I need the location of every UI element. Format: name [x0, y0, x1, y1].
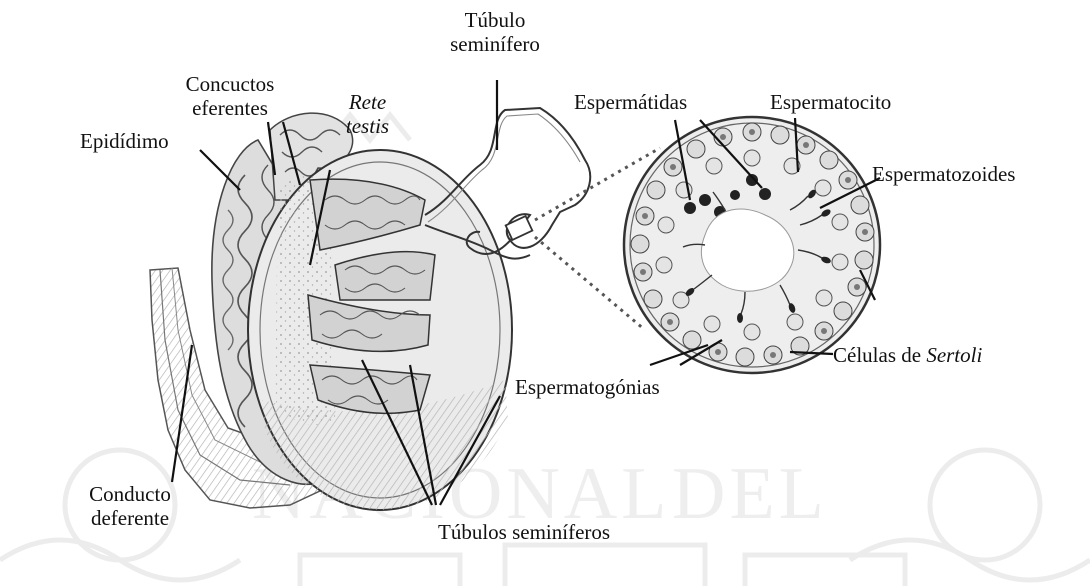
- label-espermatogonias: Espermatogónias: [515, 375, 660, 399]
- label-espermatocito: Espermatocito: [770, 90, 891, 114]
- label-conductos-eferentes: Concuctos eferentes: [160, 72, 300, 120]
- label-rete-line2: testis: [325, 114, 410, 138]
- label-tubulo-line1: Túbulo: [445, 8, 545, 32]
- label-conducto-deferente: Conducto deferente: [70, 482, 190, 530]
- label-conductos-line2: eferentes: [160, 96, 300, 120]
- label-celulas-de-sertoli: Células de Sertoli: [833, 343, 982, 367]
- label-tubulo-line2: seminífero: [445, 32, 545, 56]
- label-rete-line1: Rete: [325, 90, 410, 114]
- label-conducto-line1: Conducto: [70, 482, 190, 506]
- label-conductos-line1: Concuctos: [160, 72, 300, 96]
- label-espermatozoides: Espermatozoides: [872, 162, 1015, 186]
- label-rete-testis: Rete testis: [325, 90, 410, 138]
- label-tubulo-seminifero: Túbulo seminífero: [445, 8, 545, 56]
- label-espermatidas: Espermátidas: [574, 90, 687, 114]
- label-sertoli-italic: Sertoli: [926, 343, 982, 367]
- label-tubulos-seminiferos: Túbulos seminíferos: [438, 520, 610, 544]
- label-epididimo: Epidídimo: [80, 129, 169, 153]
- label-conducto-line2: deferente: [70, 506, 190, 530]
- label-sertoli-prefix: Células de: [833, 343, 926, 367]
- tubule-cross-section: [624, 117, 880, 373]
- section-marker-box: [506, 216, 533, 240]
